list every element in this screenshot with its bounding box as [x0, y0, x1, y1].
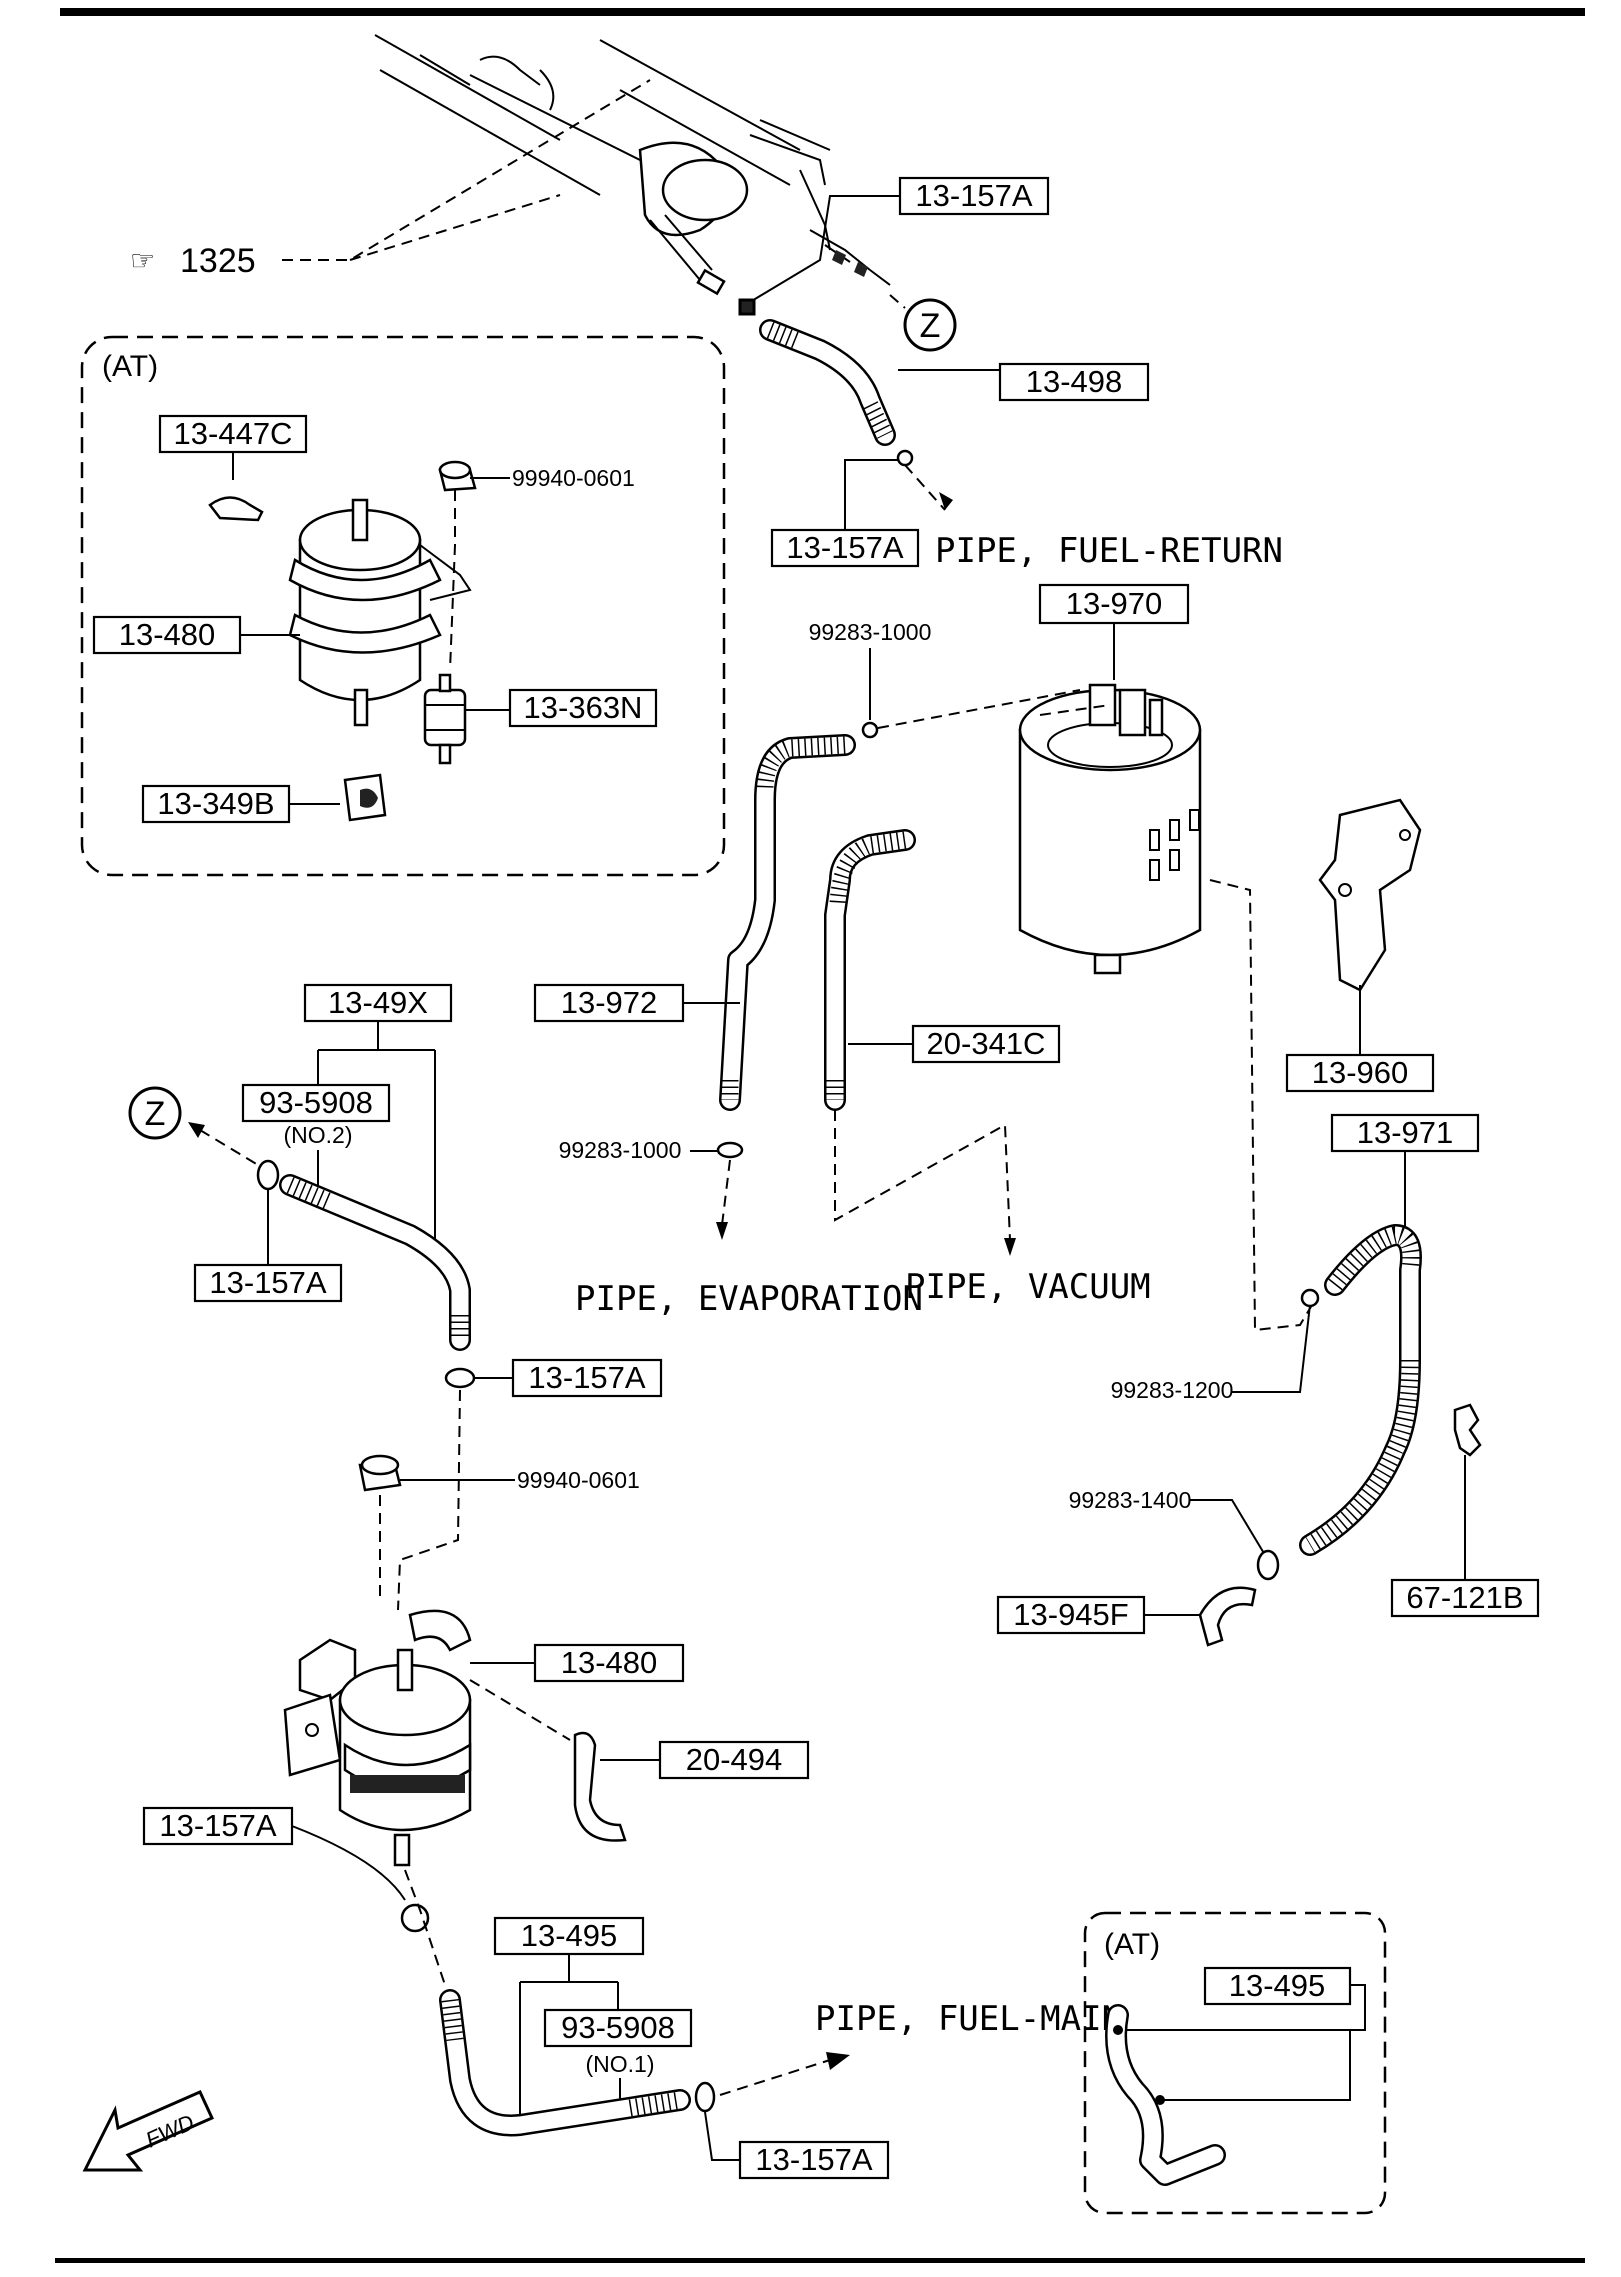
part-number-13-363N: 13-363N	[524, 690, 643, 725]
part-number-99940-0601: 99940-0601	[517, 1467, 640, 1493]
part-number-13-495-at: 13-495	[1229, 1968, 1326, 2003]
bracket-20-494	[573, 1731, 627, 1842]
at-variant-box-top	[80, 335, 726, 877]
part-number-13-157A-top: 13-157A	[915, 178, 1033, 213]
clip-13-349B	[343, 773, 387, 822]
part-number-13-480: 13-480	[561, 1645, 658, 1680]
charcoal-canister-13-970	[1018, 683, 1202, 975]
part-box-13-157A-left	[193, 1263, 343, 1303]
part-box-13-480	[533, 1643, 685, 1683]
nut-99940-0601	[358, 1454, 402, 1492]
part-number-13-157A-left: 13-157A	[209, 1265, 327, 1300]
part-number-99283-1000-bottom: 99283-1000	[559, 1137, 682, 1163]
pipe-fuel-main-label: PIPE, FUEL-MAIN	[815, 1999, 1122, 2039]
part-box-13-971	[1330, 1113, 1480, 1153]
part-number-13-157A-return: 13-157A	[786, 530, 904, 565]
part-number-13-498: 13-498	[1026, 364, 1123, 399]
part-number-13-349B: 13-349B	[157, 786, 274, 821]
part-number-99283-1200: 99283-1200	[1111, 1377, 1234, 1403]
part-number-13-970: 13-970	[1066, 586, 1163, 621]
elbow-13-945F	[1198, 1586, 1257, 1647]
bottom-border-line	[55, 2258, 1585, 2263]
part-number-13-49X: 13-49X	[328, 985, 428, 1020]
part-number-13-495: 13-495	[521, 1918, 618, 1953]
reference-1325: ☞ 1325	[130, 79, 651, 280]
part-box-13-960	[1285, 1053, 1435, 1093]
part-number-67-121B: 67-121B	[1406, 1580, 1523, 1615]
part-number-13-945F: 13-945F	[1013, 1597, 1128, 1632]
part-box-13-157A-return	[770, 528, 920, 568]
part-box-20-494	[658, 1740, 810, 1780]
forward-direction-icon: FWD	[82, 2090, 215, 2172]
hand-pointer-icon: ☞	[130, 245, 155, 276]
part-number-13-971: 13-971	[1357, 1115, 1454, 1150]
part-box-13-157A-bottom	[738, 2140, 890, 2180]
fuel-rail-assembly	[374, 34, 891, 296]
hose-13-971	[1299, 1224, 1422, 1556]
reference-number: 1325	[180, 242, 256, 280]
z-symbol-left: Z	[145, 1095, 166, 1133]
part-number-13-157A-mid: 13-157A	[528, 1360, 646, 1395]
clip-67-121B	[1453, 1403, 1482, 1457]
part-box-93-5908-no1	[543, 2008, 693, 2048]
pipe-vacuum-label: PIPE, VACUUM	[905, 1267, 1151, 1307]
z-marker-top: Z	[889, 294, 957, 352]
part-box-13-498	[998, 362, 1150, 402]
z-marker-left: Z	[128, 1086, 259, 1166]
at-label-top: (AT)	[102, 350, 158, 383]
clip-13-447C	[208, 496, 264, 522]
hose-13-495-at	[1105, 2004, 1226, 2186]
no2-label: (NO.2)	[284, 1122, 353, 1148]
hose-13-49X	[279, 1174, 471, 1351]
part-number-20-341C: 20-341C	[927, 1026, 1046, 1061]
part-box-93-5908-no2	[241, 1083, 391, 1123]
part-box-13-363N	[508, 688, 658, 728]
part-box-13-480-at	[92, 615, 242, 655]
nut-99940-0601-at	[438, 460, 477, 492]
at-label-bottom: (AT)	[1104, 1928, 1160, 1961]
part-number-13-972: 13-972	[561, 985, 658, 1020]
part-number-93-5908-no1: 93-5908	[561, 2010, 675, 2045]
part-number-93-5908-no2: 93-5908	[259, 1085, 373, 1120]
no1-label: (NO.1)	[586, 2051, 655, 2077]
bracket-13-960	[1318, 798, 1422, 992]
part-number-99940-0601-at: 99940-0601	[512, 465, 635, 491]
fuel-filter-13-480	[283, 1609, 472, 1867]
pipe-evaporation-label: PIPE, EVAPORATION	[575, 1279, 923, 1319]
part-number-13-960: 13-960	[1312, 1055, 1409, 1090]
hose-13-495	[439, 1989, 691, 2137]
part-box-13-972	[533, 983, 685, 1023]
top-border-line	[60, 8, 1585, 16]
inline-filter-13-363N	[423, 673, 467, 765]
part-box-13-349B	[141, 784, 291, 824]
pipe-fuel-return-label: PIPE, FUEL-RETURN	[935, 531, 1283, 571]
part-number-13-447C: 13-447C	[174, 416, 293, 451]
fuel-filter-at	[288, 498, 472, 727]
part-box-13-945F	[996, 1595, 1146, 1635]
part-box-13-157A-mid	[511, 1358, 663, 1398]
hose-20-341C	[824, 829, 916, 1111]
part-number-99283-1400: 99283-1400	[1069, 1487, 1192, 1513]
hose-13-972	[719, 734, 856, 1111]
at-variant-box-bottom	[1083, 1911, 1387, 2215]
part-box-13-495-at	[1203, 1966, 1352, 2006]
part-number-13-157A-bottom: 13-157A	[755, 2142, 873, 2177]
z-symbol: Z	[920, 307, 941, 345]
part-number-13-480-at: 13-480	[119, 617, 216, 652]
part-number-13-157A-filter: 13-157A	[159, 1808, 277, 1843]
part-box-13-447C	[158, 414, 308, 454]
part-box-20-341C	[911, 1024, 1061, 1064]
hose-13-498	[759, 319, 1000, 446]
part-number-99283-1000-top: 99283-1000	[809, 619, 932, 645]
part-box-13-970	[1038, 583, 1190, 625]
part-number-20-494: 20-494	[686, 1742, 783, 1777]
part-box-67-121B	[1390, 1578, 1540, 1618]
